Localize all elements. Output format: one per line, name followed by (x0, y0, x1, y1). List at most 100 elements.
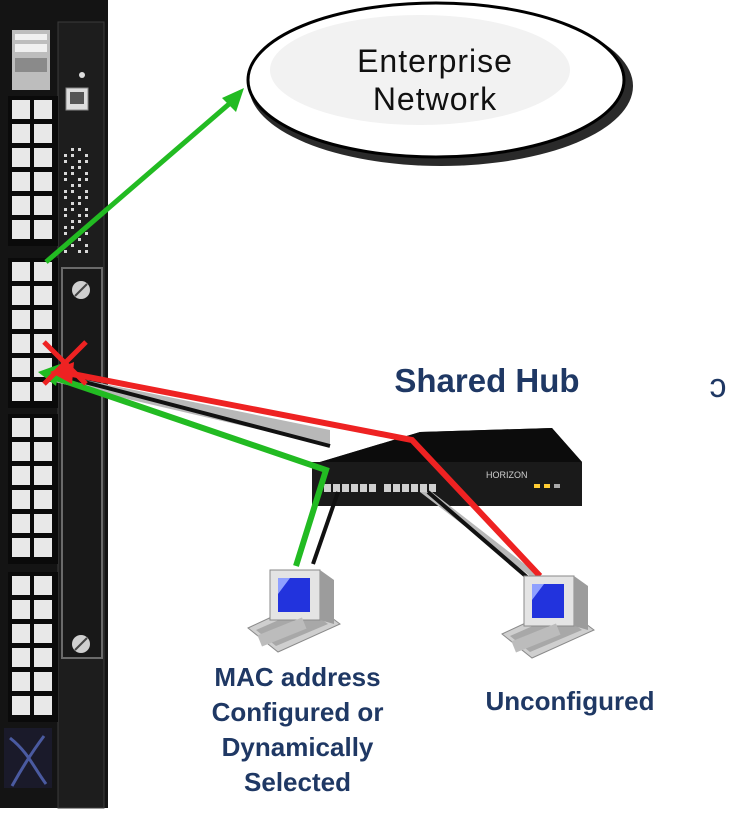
status-led (78, 238, 81, 241)
hub-port (429, 484, 436, 492)
arrow-head-icon (222, 88, 244, 112)
ethernet-port (12, 196, 30, 215)
hub-port (402, 484, 409, 492)
status-led (78, 148, 81, 151)
status-led (64, 190, 67, 193)
ethernet-port (12, 624, 30, 643)
hub-port (360, 484, 367, 492)
status-led (85, 208, 88, 211)
ethernet-port (34, 490, 52, 509)
status-led (78, 184, 81, 187)
status-led (71, 220, 74, 223)
status-led (64, 232, 67, 235)
status-led (85, 190, 88, 193)
ethernet-port (34, 514, 52, 533)
hub-port (393, 484, 400, 492)
status-led (64, 208, 67, 211)
enterprise-network-label: Enterprise Network (357, 43, 513, 117)
status-led (71, 184, 74, 187)
red-x-icon (42, 340, 88, 386)
status-led (78, 178, 81, 181)
cable (311, 491, 340, 565)
ethernet-port (12, 124, 30, 143)
ethernet-port (34, 442, 52, 461)
ethernet-port (34, 600, 52, 619)
status-led (85, 232, 88, 235)
ethernet-port (12, 466, 30, 485)
switch-logo-icon (4, 728, 52, 788)
status-led (64, 250, 67, 253)
unconfigured-host-label: Unconfigured (485, 686, 655, 716)
ethernet-port (34, 310, 52, 329)
status-led (85, 178, 88, 181)
ethernet-port (12, 490, 30, 509)
status-led (71, 172, 74, 175)
arrow-head-icon (38, 364, 60, 386)
ethernet-port (34, 262, 52, 281)
allowed-link-host (49, 373, 330, 567)
status-led (78, 166, 81, 169)
status-led (85, 214, 88, 217)
hub-port (351, 484, 358, 492)
ethernet-port (12, 286, 30, 305)
computer-icon (247, 569, 341, 653)
hub-port (342, 484, 349, 492)
ethernet-port (34, 148, 52, 167)
ethernet-port (34, 220, 52, 239)
enterprise-network-cloud (246, 1, 633, 166)
ethernet-port (34, 538, 52, 557)
ethernet-port (12, 418, 30, 437)
switch-port-grid (8, 96, 58, 722)
status-led (71, 148, 74, 151)
status-led (85, 172, 88, 175)
ethernet-port (34, 382, 52, 401)
status-led (64, 178, 67, 181)
hub-port (384, 484, 391, 492)
status-led (71, 226, 74, 229)
ethernet-port (12, 148, 30, 167)
ethernet-port (12, 514, 30, 533)
ethernet-port (12, 696, 30, 715)
blocked-link (61, 369, 543, 579)
ethernet-port (12, 100, 30, 119)
ethernet-port (12, 600, 30, 619)
ethernet-port (12, 310, 30, 329)
allowed-link-uplink (44, 96, 238, 264)
ethernet-port (34, 466, 52, 485)
ethernet-port (34, 576, 52, 595)
ethernet-port (34, 172, 52, 191)
status-led (71, 202, 74, 205)
hub-port (420, 484, 427, 492)
status-led (64, 172, 67, 175)
status-led (78, 202, 81, 205)
switch-chassis-icon (0, 0, 108, 809)
ethernet-port (34, 696, 52, 715)
ethernet-port (34, 100, 52, 119)
status-led (85, 154, 88, 157)
cable (426, 490, 530, 580)
ethernet-port (34, 286, 52, 305)
hub-icon: HORIZON (312, 428, 582, 506)
hub-port (369, 484, 376, 492)
computer-icon (501, 575, 595, 659)
status-led (71, 244, 74, 247)
ethernet-port (34, 672, 52, 691)
status-led (78, 220, 81, 223)
shared-hub-label: Shared Hub (394, 362, 580, 399)
hub-port (333, 484, 340, 492)
status-led (64, 160, 67, 163)
ethernet-port (12, 220, 30, 239)
status-led (64, 214, 67, 217)
status-led (71, 208, 74, 211)
expansion-module (61, 267, 103, 659)
ethernet-port (12, 172, 30, 191)
hub-port (324, 484, 331, 492)
status-led (71, 154, 74, 157)
status-led (71, 166, 74, 169)
ethernet-port (34, 196, 52, 215)
ethernet-port (34, 124, 52, 143)
ethernet-port (12, 672, 30, 691)
hub-brand-label: HORIZON (486, 470, 528, 480)
ethernet-port (12, 334, 30, 353)
